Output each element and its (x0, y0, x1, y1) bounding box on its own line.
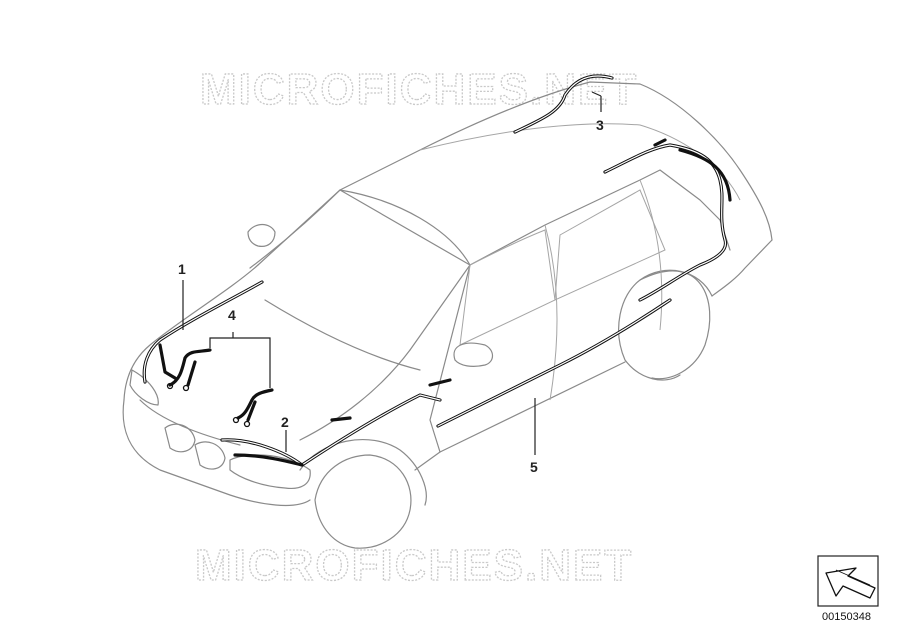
watermark-bottom: MICROFICHES.NET (195, 541, 633, 590)
callout-3[interactable]: 3 (596, 117, 604, 133)
leader-lines (182, 91, 602, 455)
wiring-harness-2 (220, 393, 442, 467)
wiring-harness-1 (142, 280, 264, 384)
callout-1[interactable]: 1 (178, 261, 186, 277)
figure-number: 00150348 (822, 611, 871, 623)
wiring-harness-3 (513, 74, 732, 302)
callout-4[interactable]: 4 (228, 307, 236, 323)
vehicle-outline (122, 81, 773, 549)
callout-2[interactable]: 2 (281, 414, 289, 430)
view-arrow-icon (817, 555, 879, 607)
wiring-harness-5 (428, 298, 672, 428)
wiring-harness-4 (166, 348, 274, 428)
watermark-top: MICROFICHES.NET (200, 65, 638, 114)
callout-5[interactable]: 5 (530, 459, 538, 475)
